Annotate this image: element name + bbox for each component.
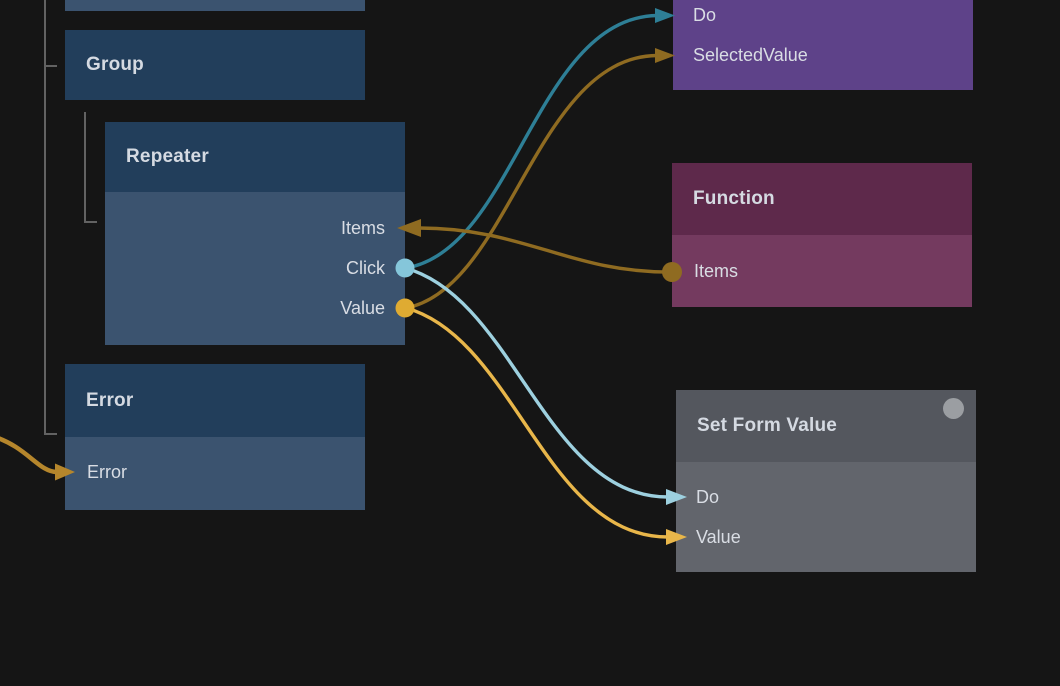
port-sfv-do[interactable]: Do [676, 477, 976, 517]
node-partial-top[interactable] [65, 0, 365, 11]
port-label: Items [340, 217, 385, 238]
node-function[interactable]: Function Items [672, 163, 972, 307]
port-label: Value [696, 526, 741, 547]
status-dot-icon [943, 398, 964, 419]
node-set-form-value-header: Set Form Value [676, 390, 976, 462]
port-label: SelectedValue [693, 44, 808, 65]
port-function-items[interactable]: Items [672, 251, 972, 291]
node-group[interactable]: Group [65, 30, 365, 100]
wire-value-to-selectedvalue[interactable] [405, 53, 658, 310]
node-purple-partial[interactable]: Do SelectedValue [673, 0, 973, 90]
port-repeater-value[interactable]: Value [105, 288, 405, 328]
node-repeater[interactable]: Repeater Items Click Value [105, 122, 405, 345]
wire-click-to-do-top[interactable] [405, 13, 658, 270]
port-repeater-items[interactable]: Items [105, 208, 405, 248]
port-label: Items [694, 260, 739, 281]
wire-offscreen-to-error[interactable] [0, 436, 58, 475]
node-error-header: Error [65, 364, 365, 437]
arrowhead-do-top-icon[interactable] [655, 8, 675, 23]
tree-line-vertical-outer [44, 0, 46, 435]
node-title: Group [86, 54, 144, 75]
port-label: Error [87, 461, 127, 482]
port-label: Value [340, 297, 385, 318]
tree-line-elbow-repeater [84, 221, 97, 223]
node-error[interactable]: Error Error [65, 364, 365, 510]
port-label: Do [693, 4, 717, 25]
wire-items-to-items[interactable] [418, 226, 673, 274]
tree-line-elbow-error [44, 433, 57, 435]
tree-line-stub-group [44, 65, 57, 67]
node-repeater-header: Repeater [105, 122, 405, 192]
node-function-header: Function [672, 163, 972, 235]
wire-value-to-value[interactable] [405, 306, 669, 539]
port-label: Do [696, 486, 720, 507]
port-sfv-value[interactable]: Value [676, 517, 976, 557]
arrowhead-selectedvalue-icon[interactable] [655, 48, 675, 63]
port-error-error[interactable]: Error [65, 452, 365, 492]
wire-click-to-do-bottom[interactable] [404, 266, 669, 499]
node-group-header: Group [65, 30, 365, 100]
port-purple-selectedvalue[interactable]: SelectedValue [673, 35, 973, 75]
port-repeater-click[interactable]: Click [105, 248, 405, 288]
node-title: Repeater [126, 146, 209, 167]
node-set-form-value[interactable]: Set Form Value Do Value [676, 390, 976, 572]
node-title: Set Form Value [697, 415, 838, 436]
port-label: Click [346, 257, 385, 278]
node-title: Error [86, 389, 134, 411]
node-title: Function [693, 188, 775, 209]
tree-line-vertical-inner [84, 112, 86, 223]
port-purple-do[interactable]: Do [673, 0, 973, 35]
